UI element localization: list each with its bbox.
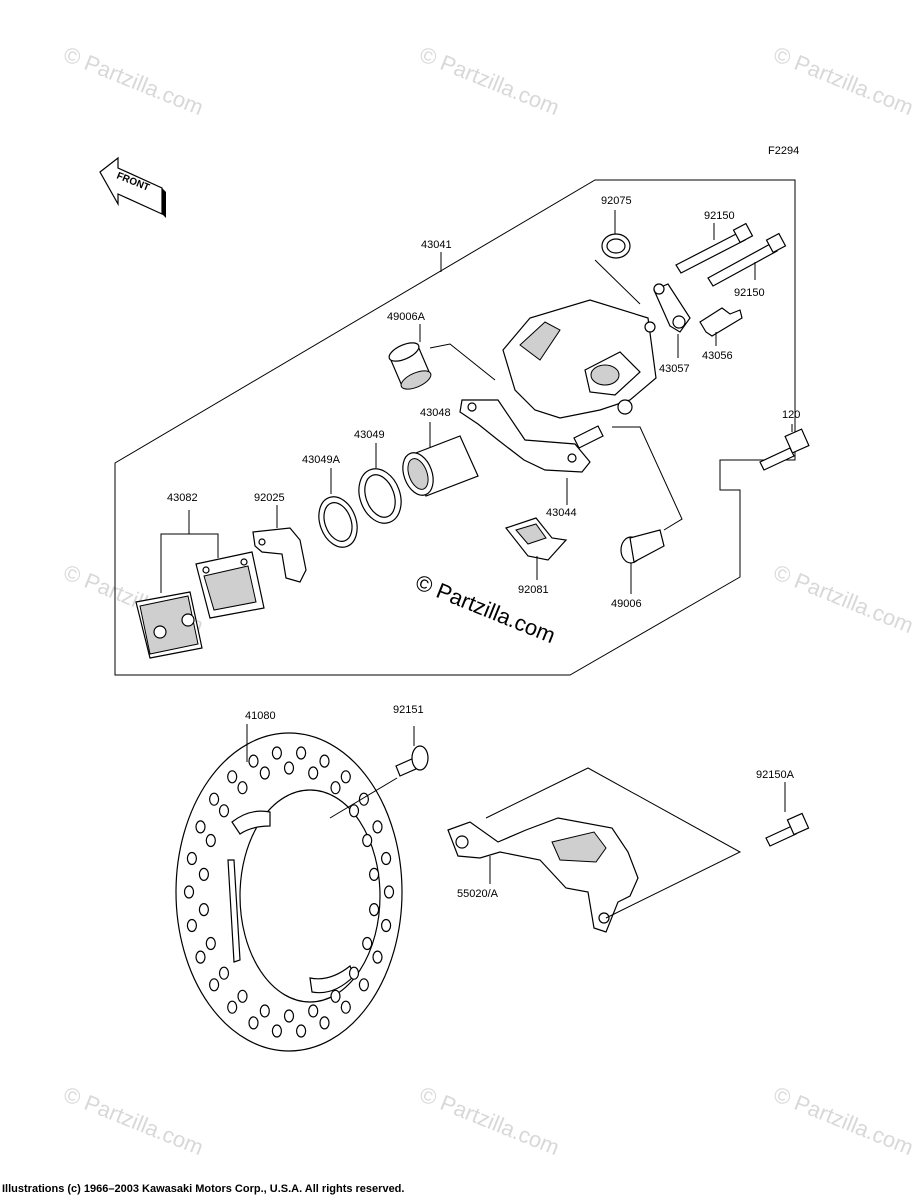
disc-hole bbox=[186, 918, 197, 933]
disc-hole bbox=[186, 851, 197, 866]
disc-hole bbox=[372, 820, 383, 834]
part-43057-43056 bbox=[653, 283, 743, 358]
label-43082: 43082 bbox=[167, 492, 198, 504]
disc-hole bbox=[183, 885, 195, 899]
label-92025: 92025 bbox=[254, 492, 285, 504]
part-92075-boot bbox=[594, 210, 641, 305]
disc-hole bbox=[381, 918, 392, 933]
watermark-bottom-right: © Partzilla.com bbox=[770, 1081, 917, 1160]
figure-code: F2294 bbox=[768, 145, 799, 157]
watermark-center: © Partzilla.com bbox=[412, 569, 559, 648]
disc-hole bbox=[319, 1016, 330, 1030]
label-92150-top: 92150 bbox=[704, 210, 735, 222]
label-92075: 92075 bbox=[601, 195, 632, 207]
watermark-mid-right: © Partzilla.com bbox=[770, 559, 917, 638]
disc-hole bbox=[362, 936, 373, 951]
disc-hole bbox=[358, 978, 369, 992]
disc-hole bbox=[283, 761, 295, 775]
part-43049-seal bbox=[358, 443, 402, 524]
part-43048-piston bbox=[402, 422, 479, 497]
disc-hole bbox=[296, 1024, 307, 1038]
caliper-assembly-outline bbox=[114, 179, 796, 676]
disc-hole bbox=[218, 804, 230, 818]
label-92150A: 92150A bbox=[756, 769, 795, 781]
disc-hole bbox=[369, 902, 380, 917]
disc-hole bbox=[308, 766, 319, 780]
label-43044: 43044 bbox=[546, 507, 577, 519]
disc-hole bbox=[259, 1004, 270, 1018]
part-92025-spring bbox=[252, 505, 307, 583]
disc-hole bbox=[248, 754, 259, 768]
disc-hole bbox=[209, 978, 220, 992]
disc-holes bbox=[183, 746, 395, 1038]
copyright-footer: Illustrations (c) 1966–2003 Kawasaki Mot… bbox=[2, 1183, 405, 1195]
label-43057: 43057 bbox=[659, 363, 690, 375]
disc-hole bbox=[271, 1024, 282, 1038]
disc-hole bbox=[372, 950, 383, 964]
disc-hole bbox=[319, 754, 330, 768]
disc-hole bbox=[195, 950, 206, 964]
front-arrow-icon: FRONT bbox=[99, 156, 166, 218]
disc-hole bbox=[227, 770, 238, 784]
disc-hole bbox=[259, 766, 270, 780]
disc-hole bbox=[381, 851, 392, 866]
disc-hole bbox=[227, 1000, 238, 1014]
watermark-bottom-center: © Partzilla.com bbox=[416, 1081, 563, 1160]
disc-hole bbox=[205, 833, 216, 848]
disc-hole bbox=[348, 804, 360, 818]
disc-hole bbox=[383, 885, 395, 899]
disc-hole bbox=[198, 867, 209, 882]
part-55020A-guard bbox=[447, 767, 742, 933]
part-43082-pads bbox=[135, 510, 265, 659]
disc-hole bbox=[348, 966, 360, 980]
part-caliper-body bbox=[502, 299, 657, 419]
watermark-bottom-left: © Partzilla.com bbox=[60, 1081, 207, 1160]
label-43049: 43049 bbox=[354, 429, 385, 441]
label-49006: 49006 bbox=[611, 598, 642, 610]
part-43044-bracket bbox=[459, 399, 604, 505]
disc-hole bbox=[271, 746, 282, 760]
part-49006A-bushing bbox=[388, 324, 496, 390]
label-49006A: 49006A bbox=[387, 311, 426, 323]
part-43049A-seal bbox=[318, 468, 358, 548]
label-92151: 92151 bbox=[393, 704, 424, 716]
part-49006-bushing bbox=[612, 426, 683, 594]
label-92150-right: 92150 bbox=[734, 287, 765, 299]
disc-hole bbox=[362, 833, 373, 848]
disc-hole bbox=[369, 867, 380, 882]
disc-hole bbox=[308, 1004, 319, 1018]
disc-hole bbox=[195, 820, 206, 834]
disc-hole bbox=[209, 792, 220, 806]
part-92150-pins bbox=[675, 222, 787, 287]
part-41080-disc bbox=[175, 724, 403, 1052]
disc-hole bbox=[205, 936, 216, 951]
disc-hole bbox=[237, 781, 248, 795]
part-92151-bolt bbox=[329, 726, 429, 819]
disc-hole bbox=[237, 989, 248, 1003]
label-43056: 43056 bbox=[702, 350, 733, 362]
disc-hole bbox=[340, 770, 351, 784]
disc-hole bbox=[283, 1009, 295, 1023]
disc-hole bbox=[248, 1016, 259, 1030]
label-92081: 92081 bbox=[518, 584, 549, 596]
watermark-top-left: © Partzilla.com bbox=[60, 41, 207, 120]
label-41080: 41080 bbox=[245, 710, 276, 722]
disc-hole bbox=[218, 966, 230, 980]
label-43048: 43048 bbox=[420, 407, 451, 419]
label-43041: 43041 bbox=[421, 239, 452, 251]
disc-hole bbox=[340, 1000, 351, 1014]
part-92150A-bolt bbox=[765, 782, 810, 847]
disc-hole bbox=[330, 989, 341, 1003]
part-92081-shim bbox=[505, 517, 568, 580]
watermark-top-right: © Partzilla.com bbox=[770, 41, 917, 120]
label-120: 120 bbox=[782, 409, 800, 421]
disc-hole bbox=[296, 746, 307, 760]
disc-hole bbox=[330, 781, 341, 795]
watermark-top-center: © Partzilla.com bbox=[416, 41, 563, 120]
disc-hole bbox=[198, 902, 209, 917]
label-43049A: 43049A bbox=[302, 454, 341, 466]
label-55020A: 55020/A bbox=[457, 888, 499, 900]
part-120-bolt bbox=[759, 424, 810, 471]
